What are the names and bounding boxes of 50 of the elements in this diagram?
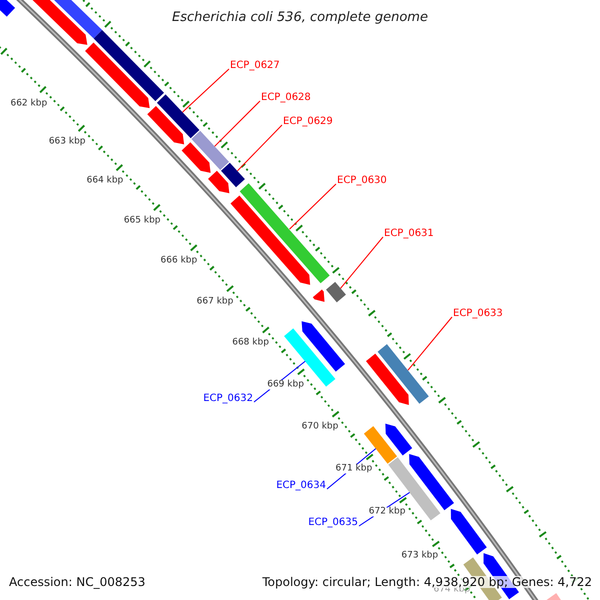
- gene-feature: [94, 30, 164, 102]
- gene-feature: [220, 162, 245, 188]
- gene-feature: [85, 42, 150, 108]
- gene-feature: [378, 344, 429, 404]
- gene-feature: [182, 142, 211, 173]
- leader-line: [236, 124, 282, 172]
- scale-label: 671 kbp: [336, 464, 372, 474]
- scale-label: 665 kbp: [124, 216, 161, 226]
- gene-feature: [240, 183, 330, 284]
- gene-label: ECP_0632: [203, 394, 253, 404]
- leader-line: [214, 100, 260, 147]
- gene-feature: [230, 195, 310, 285]
- leader-line: [407, 316, 452, 371]
- gene-label: ECP_0635: [308, 518, 358, 528]
- gene-label: ECP_0628: [261, 93, 311, 103]
- gene-feature: [385, 424, 412, 456]
- gene-feature: [312, 290, 325, 302]
- leader-line: [182, 68, 230, 113]
- gene-feature: [326, 282, 346, 302]
- scale-label: 670 kbp: [302, 422, 338, 432]
- scale-label: 663 kbp: [48, 138, 86, 147]
- leader-line: [340, 236, 384, 289]
- gene-feature: [147, 106, 184, 144]
- leader-line: [289, 184, 336, 230]
- gene-feature: [191, 130, 230, 170]
- scale-label: 673 kbp: [401, 551, 438, 560]
- gene-label: ECP_0629: [283, 117, 333, 127]
- gene-label: ECP_0631: [384, 229, 434, 239]
- scale-label: 664 kbp: [86, 176, 124, 186]
- scale-label: 668 kbp: [232, 338, 269, 348]
- gene-feature: [366, 354, 409, 406]
- scale-label: 667 kbp: [196, 297, 234, 306]
- accession-label: Accession: NC_008253: [9, 576, 146, 588]
- gene-label: ECP_0627: [230, 61, 280, 71]
- scale-label: 672 kbp: [368, 508, 406, 517]
- scale-label: 669 kbp: [267, 380, 304, 390]
- gene-feature: [409, 454, 454, 510]
- gene-feature: [450, 508, 487, 554]
- gene-feature: [208, 170, 230, 194]
- gene-label: ECP_0633: [453, 309, 503, 319]
- gene-feature: [302, 321, 346, 372]
- scale-label: 662 kbp: [10, 99, 48, 108]
- map-title: Escherichia coli 536, complete genome: [171, 11, 429, 24]
- gene-feature: [364, 426, 398, 464]
- gene-feature: [284, 328, 336, 387]
- gene-feature: [156, 94, 200, 138]
- gene-label: ECP_0630: [337, 176, 387, 186]
- gene-feature: [388, 457, 440, 520]
- scale-label: 666 kbp: [160, 256, 198, 266]
- gene-label: ECP_0634: [276, 481, 326, 491]
